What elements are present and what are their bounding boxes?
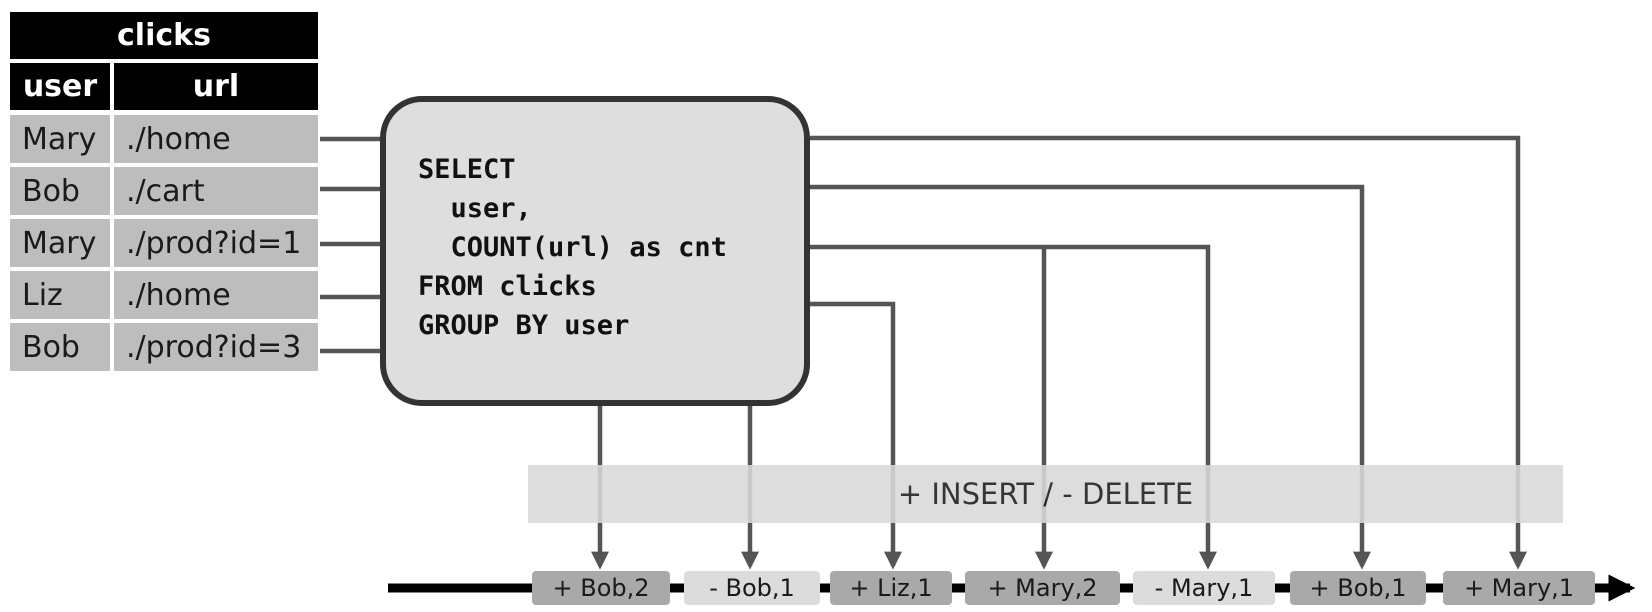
sql-line: FROM clicks	[418, 271, 597, 302]
column-header-user: user	[10, 63, 110, 110]
table-row-cell-user: Bob	[10, 167, 110, 215]
output-connector-arrow	[810, 244, 1217, 570]
output-connector-arrow	[810, 135, 1527, 570]
event-chip: + Mary,1	[1443, 571, 1595, 605]
sql-query-box: SELECT user, COUNT(url) as cnt FROM clic…	[380, 96, 810, 406]
event-chip: - Mary,1	[1133, 571, 1275, 605]
sql-line: user,	[418, 193, 532, 224]
sql-line: COUNT(url) as cnt	[418, 232, 727, 263]
table-row-cell-user: Liz	[10, 271, 110, 319]
table-row-cell-url: ./home	[114, 115, 318, 163]
table-row-cell-url: ./cart	[114, 167, 318, 215]
table-row-cell-user: Mary	[10, 219, 110, 267]
sql-line: GROUP BY user	[418, 310, 630, 341]
event-chip: + Mary,2	[965, 571, 1120, 605]
table-row-cell-url: ./prod?id=1	[114, 219, 318, 267]
event-chip: - Bob,1	[684, 571, 820, 605]
table-row-cell-user: Bob	[10, 323, 110, 371]
table-row-cell-url: ./prod?id=3	[114, 323, 318, 371]
insert-delete-banner: + INSERT / - DELETE	[528, 465, 1563, 523]
event-chip: + Bob,2	[532, 571, 670, 605]
table-title: clicks	[10, 12, 318, 59]
column-header-url: url	[114, 63, 318, 110]
sql-line: SELECT	[418, 154, 516, 185]
table-row-cell-url: ./home	[114, 271, 318, 319]
output-connector-arrow	[810, 301, 902, 570]
output-connector-arrow	[810, 184, 1371, 570]
table-row-cell-user: Mary	[10, 115, 110, 163]
event-chip: + Bob,1	[1290, 571, 1426, 605]
event-chip: + Liz,1	[830, 571, 952, 605]
